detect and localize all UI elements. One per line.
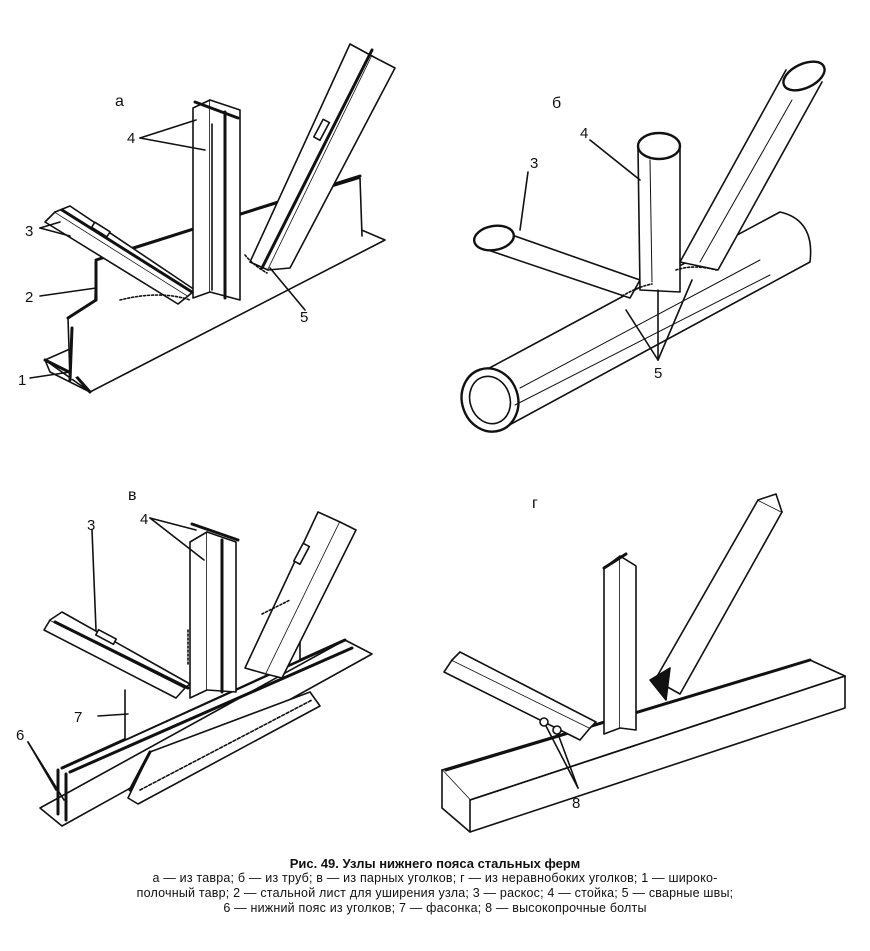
panel-v-label-7: 7: [74, 709, 82, 726]
caption-title: Рис. 49. Узлы нижнего пояса стальных фер…: [289, 856, 581, 871]
panel-a-label-5: 5: [300, 309, 308, 326]
panel-a-label-2: 2: [25, 289, 33, 306]
panel-g-label-8: 8: [572, 795, 580, 812]
panel-g-letter: г: [532, 495, 538, 512]
caption-line-2: полочный тавр; 2 — стальной лист для уши…: [136, 886, 734, 900]
panel-v-label-4: 4: [140, 511, 148, 528]
panel-b-label-4: 4: [580, 125, 588, 142]
panel-b-drawing: [460, 60, 826, 433]
panel-g-drawing: [441, 493, 846, 833]
figure-caption: Рис. 49. Узлы нижнего пояса стальных фер…: [40, 856, 830, 916]
panel-v-label-6: 6: [16, 727, 24, 744]
panel-a-drawing: [29, 43, 396, 394]
panel-b-label-5: 5: [654, 365, 662, 382]
panel-v-letter: в: [128, 487, 137, 504]
caption-line-3: 6 — нижний пояс из уголков; 7 — фасонка;…: [223, 901, 647, 915]
panel-a-letter: а: [115, 93, 124, 110]
panel-v-drawing: [27, 511, 373, 827]
panel-b-label-3: 3: [530, 155, 538, 172]
figure-drawings: а 4 3 2 1 5 б 4 3 5: [16, 43, 846, 833]
panel-v-label-3: 3: [87, 517, 95, 534]
panel-a-label-1: 1: [18, 372, 26, 389]
caption-body: а — из тавра; б — из труб; в — из парных…: [40, 871, 830, 916]
panel-a-label-4: 4: [127, 130, 135, 147]
panel-b-letter: б: [552, 95, 561, 112]
caption-line-1: а — из тавра; б — из труб; в — из парных…: [152, 871, 718, 885]
panel-a-label-3: 3: [25, 223, 33, 240]
